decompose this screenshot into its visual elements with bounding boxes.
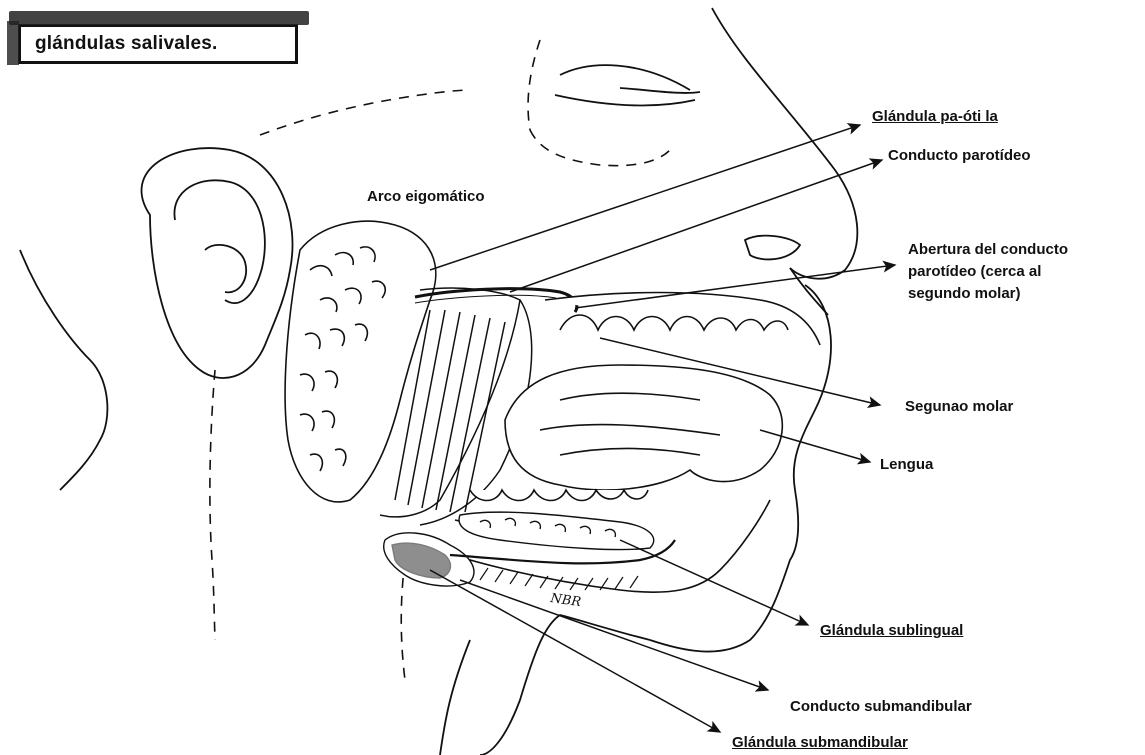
label-conducto-parotideo: Conducto parotídeo	[888, 146, 1031, 165]
jaw-outline	[480, 615, 650, 755]
scan-edge	[7, 21, 19, 65]
ear-inner	[174, 180, 264, 303]
ear-outer	[142, 148, 293, 378]
back-head	[20, 250, 107, 490]
label-arco-cigomatico: Arco eigomático	[367, 187, 485, 206]
label-abertura-line2: parotídeo (cerca al	[908, 262, 1041, 281]
neck-line	[440, 640, 470, 755]
eye-upper	[560, 65, 690, 90]
artist-signature: NBR	[548, 591, 582, 610]
figure-title-box: glándulas salivales.	[18, 24, 298, 64]
label-lengua: Lengua	[880, 455, 933, 474]
label-glandula-parotida: Glándula pa-óti la	[872, 107, 998, 126]
label-segundo-molar: Segunao molar	[905, 397, 1013, 416]
eye-lower	[555, 95, 695, 105]
parotid-gland	[285, 221, 436, 502]
ear-canal	[205, 245, 246, 293]
label-conducto-submandibular: Conducto submandibular	[790, 697, 972, 716]
label-abertura-line3: segundo molar)	[908, 284, 1021, 303]
nostril	[745, 236, 800, 260]
label-abertura-line1: Abertura del conducto	[908, 240, 1068, 259]
label-glandula-sublingual: Glándula sublingual	[820, 621, 963, 640]
lower-teeth	[470, 490, 648, 501]
scan-smear	[9, 11, 309, 25]
leader-glandula-parotida	[430, 125, 860, 270]
figure-title: glándulas salivales.	[35, 33, 217, 55]
label-glandula-submandibular: Glándula submandibular	[732, 733, 908, 752]
